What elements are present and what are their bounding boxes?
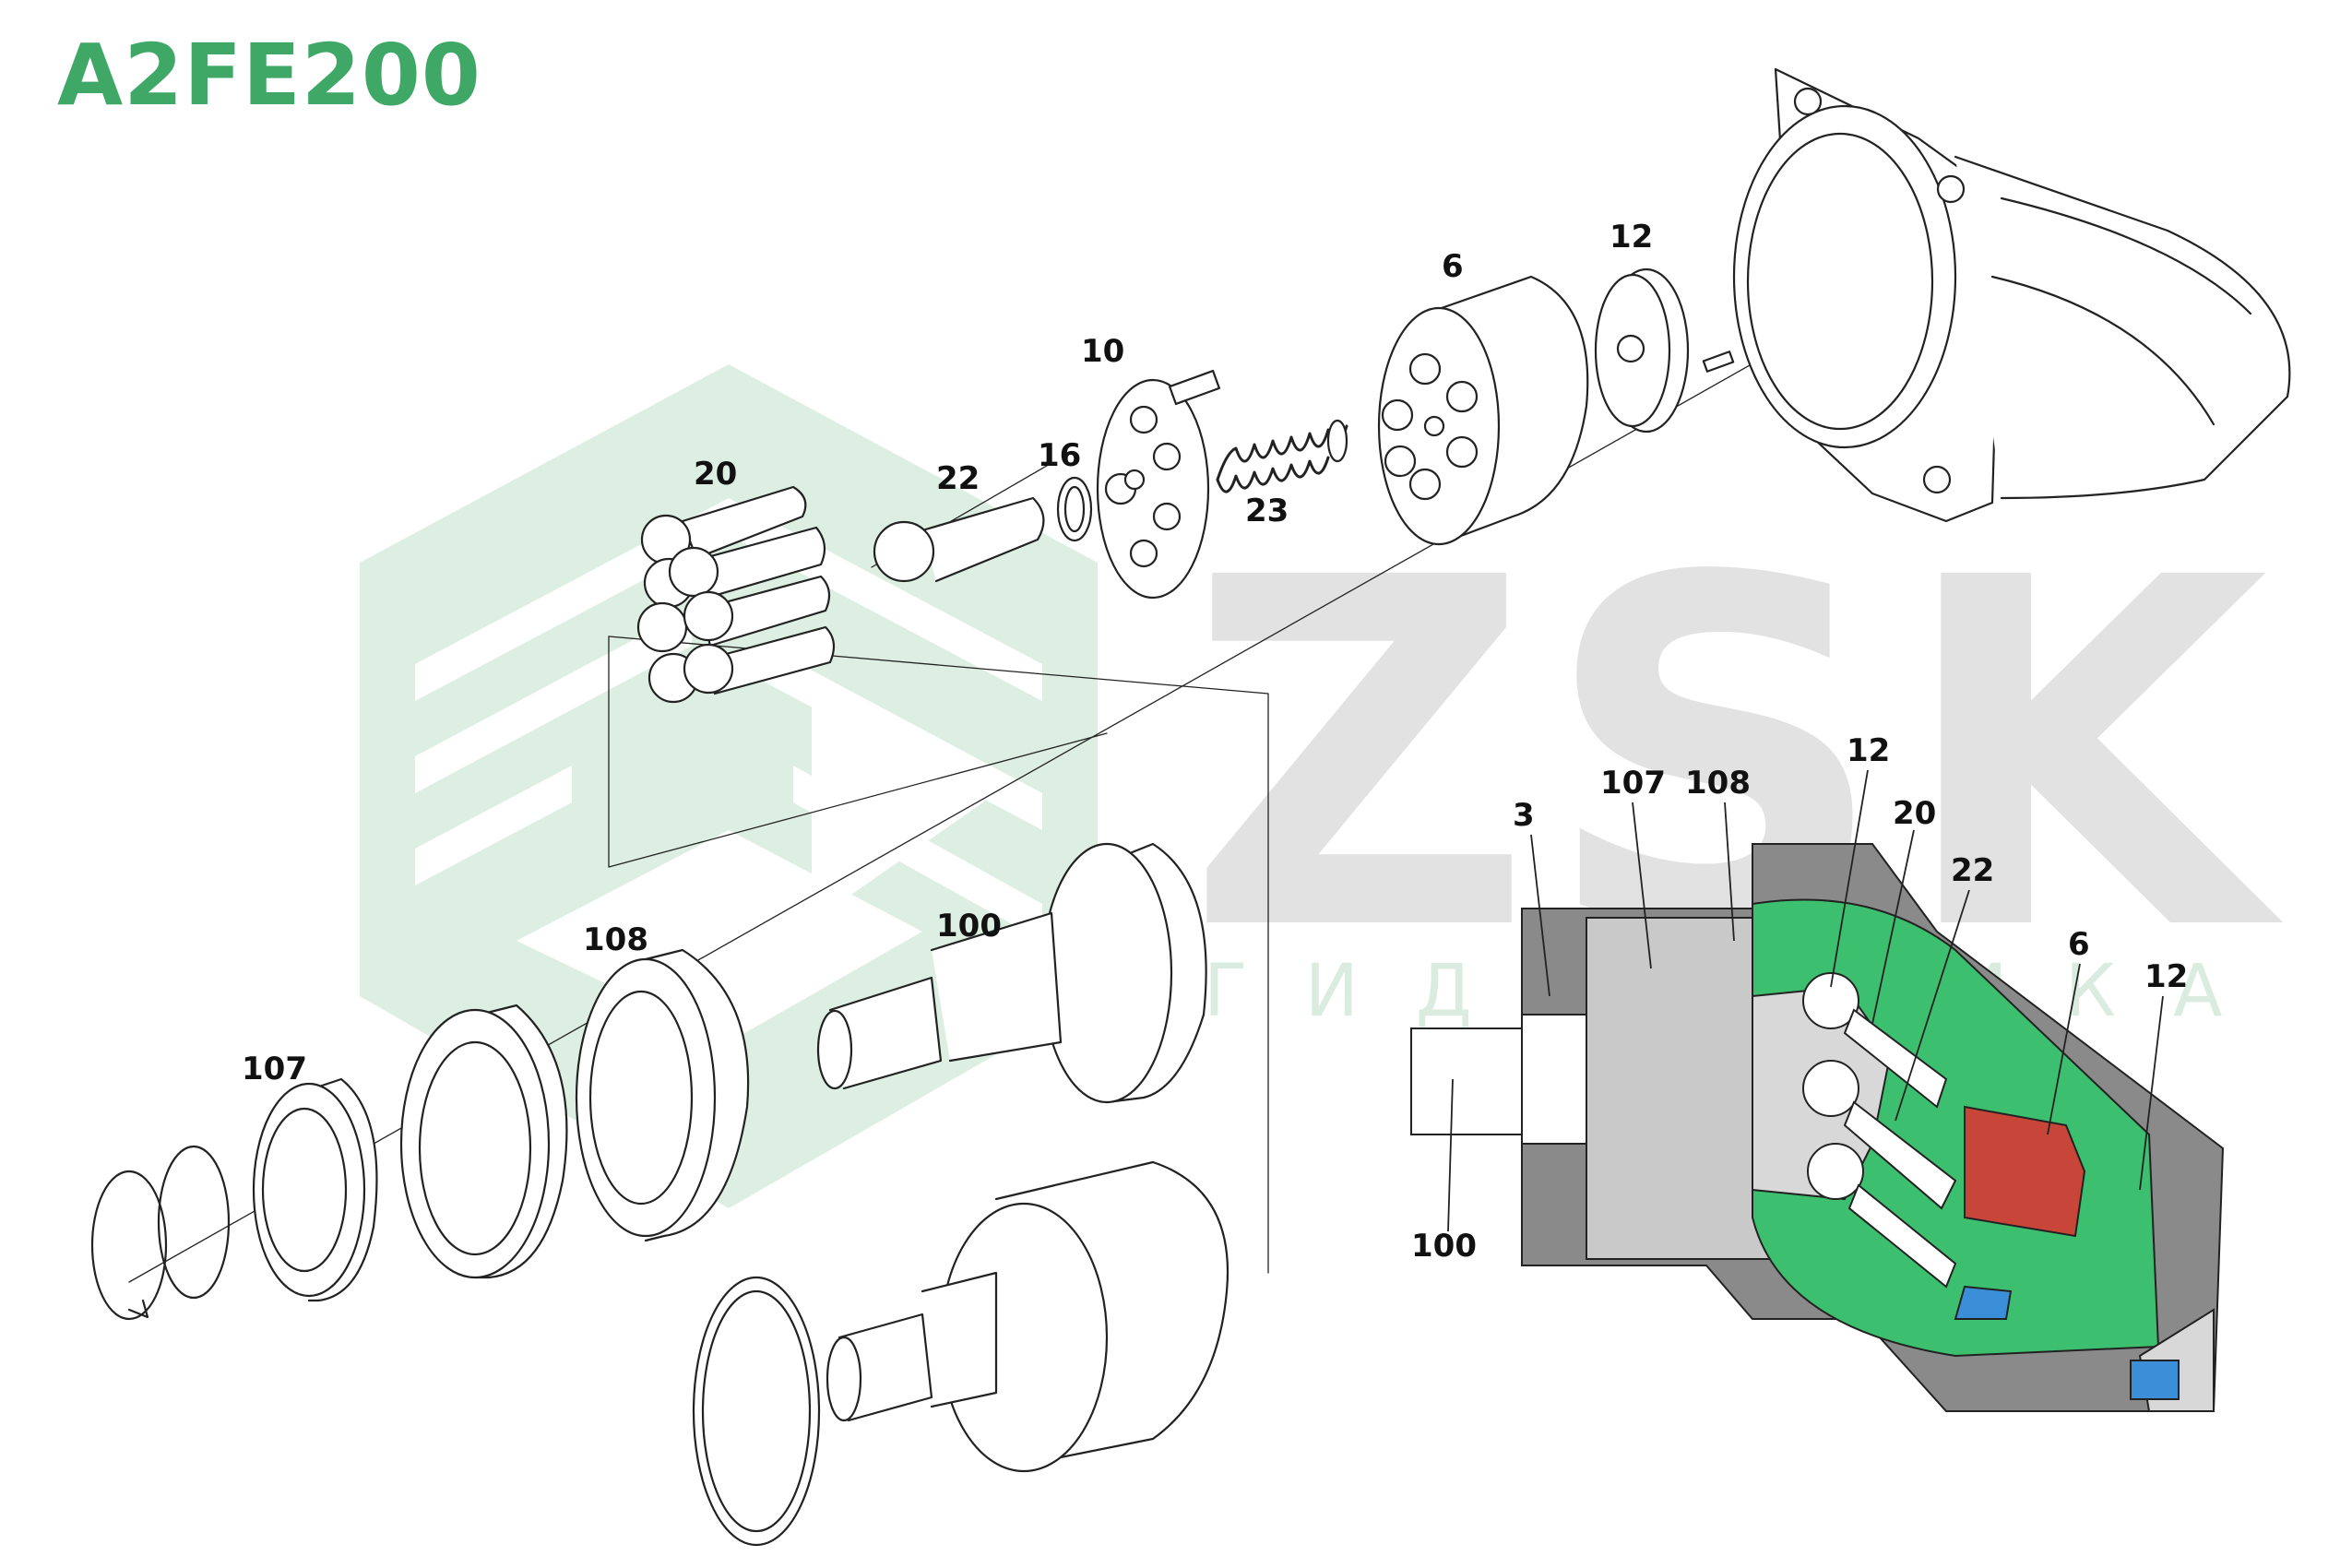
- pistons-part: [636, 485, 836, 704]
- label-108: 108: [583, 921, 648, 958]
- drive-shaft-part: [816, 842, 1207, 1104]
- retaining-plate-part: [1096, 378, 1210, 600]
- seal-part: [399, 1004, 568, 1279]
- spring-part: [1216, 424, 1348, 493]
- label-100: 100: [936, 908, 1002, 944]
- valve-plate-part: [1594, 267, 1690, 434]
- label-23: 23: [1245, 493, 1289, 529]
- section-label-108: 108: [1685, 765, 1751, 802]
- section-label-12-right: 12: [2144, 958, 2188, 995]
- centre-pin-part: [873, 496, 1045, 583]
- housing-part: [1732, 67, 2291, 523]
- section-view: [1410, 843, 2225, 1412]
- cylinder-block-part: [1377, 275, 1589, 546]
- label-20: 20: [694, 456, 737, 493]
- label-6: 6: [1442, 248, 1464, 285]
- section-label-22: 22: [1951, 852, 1994, 889]
- section-label-20: 20: [1893, 795, 1936, 832]
- bearing-107-part: [252, 1077, 378, 1302]
- label-22: 22: [936, 460, 980, 497]
- section-label-100: 100: [1411, 1228, 1477, 1265]
- page-title: A2FE200: [57, 26, 481, 125]
- assembled-shaft-part: [692, 1160, 1229, 1547]
- label-16: 16: [1038, 437, 1081, 474]
- label-10: 10: [1081, 333, 1124, 370]
- bearing-108-part: [575, 948, 750, 1242]
- label-12: 12: [1610, 219, 1653, 255]
- label-107: 107: [242, 1051, 307, 1087]
- section-label-3: 3: [1513, 797, 1535, 834]
- section-label-6: 6: [2068, 926, 2090, 963]
- section-label-12-top: 12: [1847, 732, 1890, 769]
- section-label-107: 107: [1600, 765, 1666, 802]
